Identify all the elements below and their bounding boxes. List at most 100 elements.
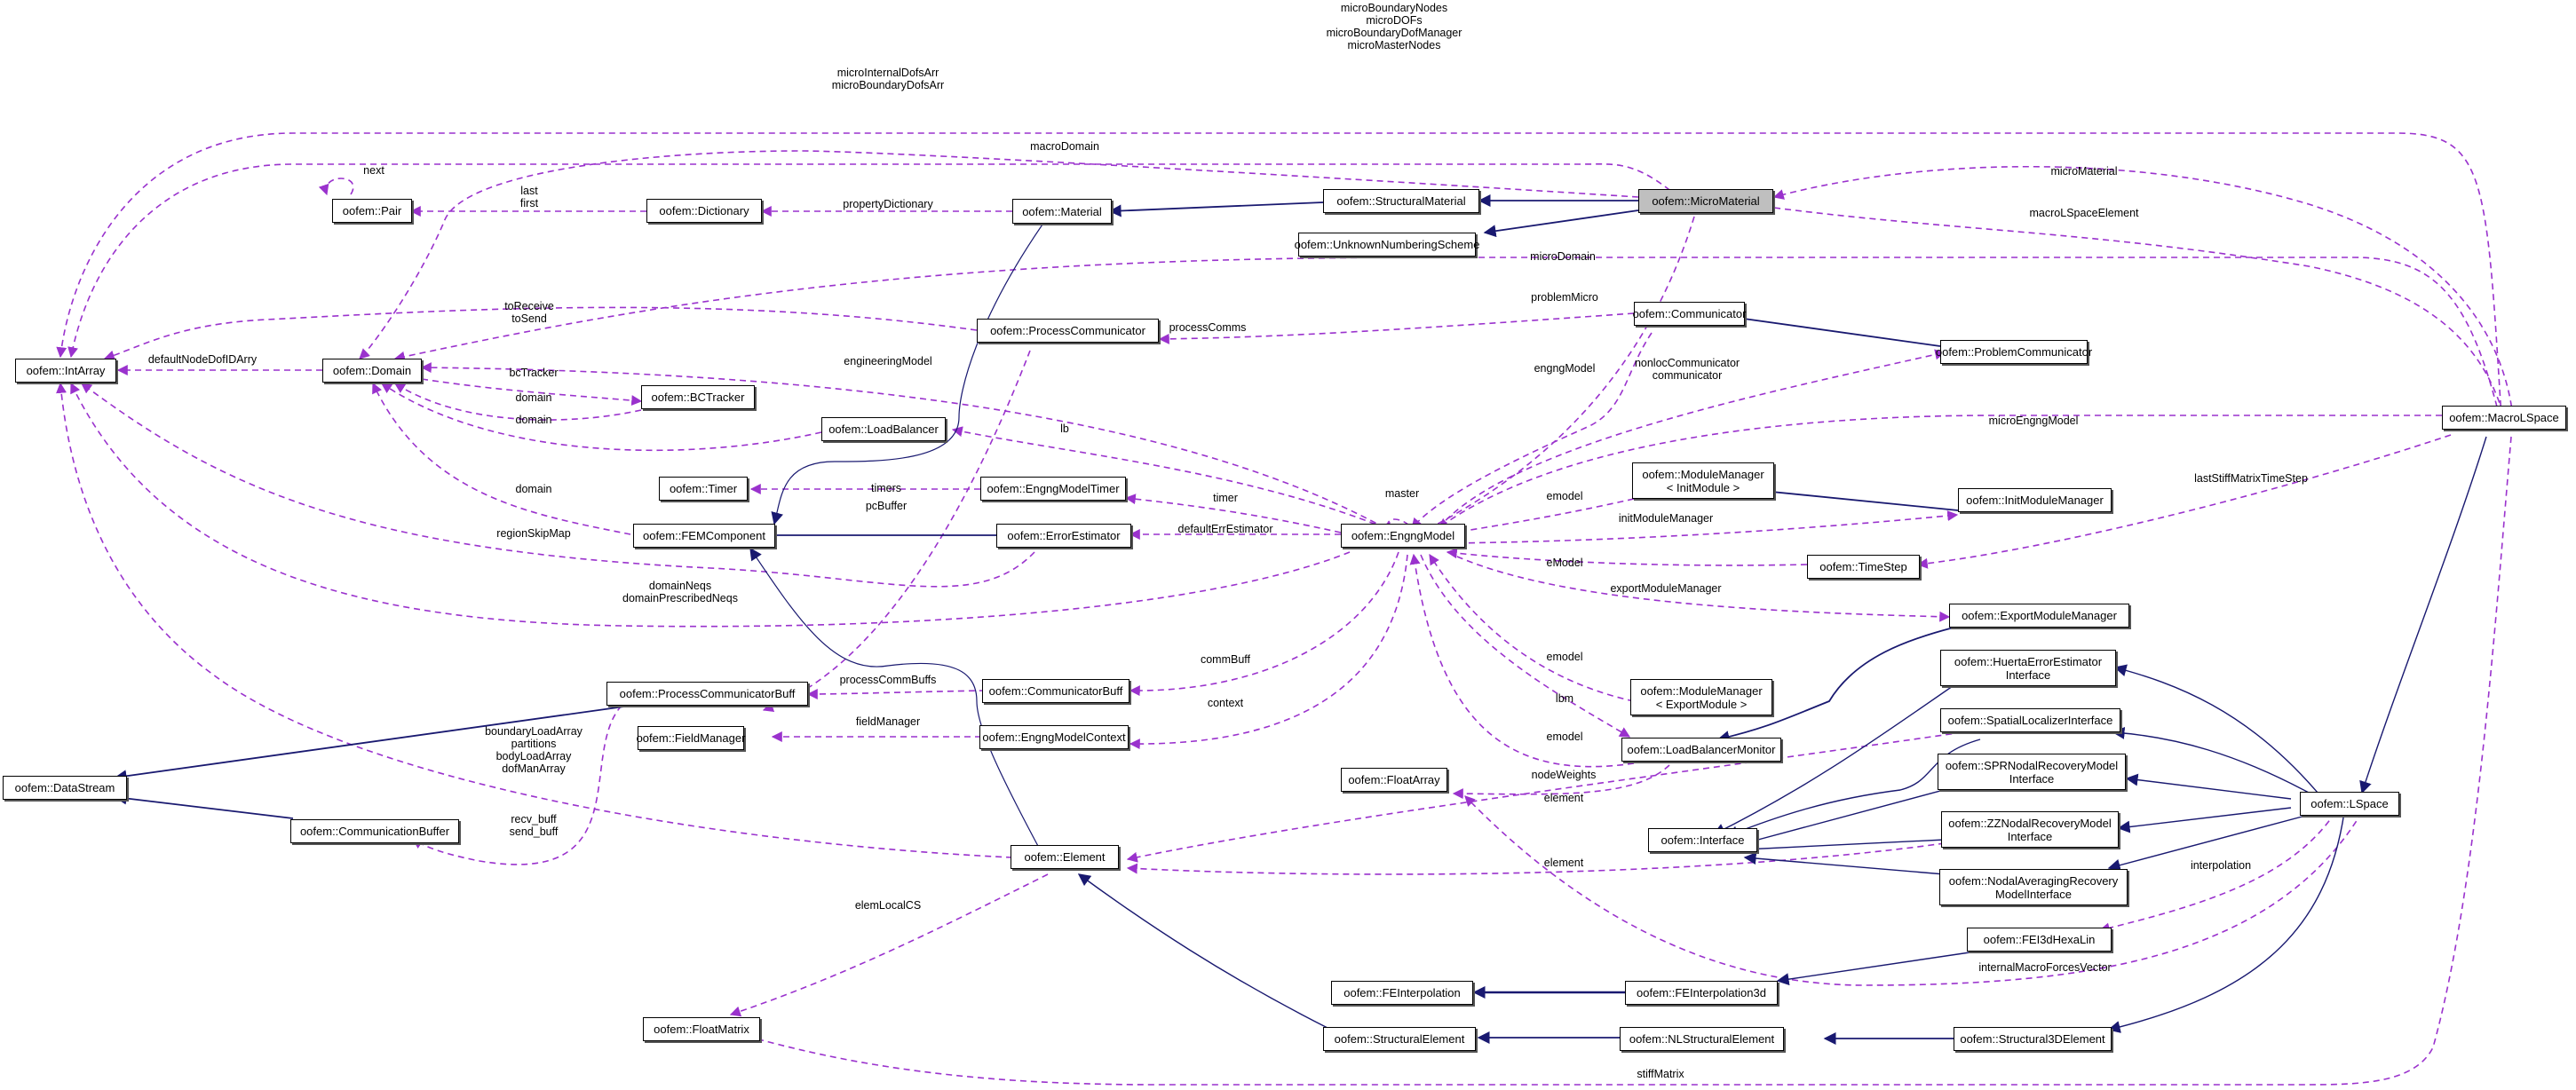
class-node-macrolspace[interactable]: oofem::MacroLSpace [2442,406,2566,430]
class-node-label: oofem::Dictionary [659,204,749,217]
class-node-engngmodel[interactable]: oofem::EngngModel [1341,524,1465,548]
class-node-feinterpolation3d[interactable]: oofem::FEInterpolation3d [1625,981,1778,1005]
edge-moduleexport-engng [1429,553,1635,702]
class-node-label: oofem::ModuleManager [1642,467,1764,481]
edge-label-problemmicro: problemMicro [1531,291,1598,304]
class-node-domain[interactable]: oofem::Domain [322,359,422,383]
class-node-exportmodulemanager[interactable]: oofem::ExportModuleManager [1949,604,2129,628]
class-node-femcomponent[interactable]: oofem::FEMComponent [633,524,775,548]
class-node-label: oofem::EngngModel [1351,529,1455,542]
edge-engng-problemcomm [1438,349,1946,529]
edge-label-engngmodel: engngModel [1534,362,1596,375]
class-node-engngmodelcontext[interactable]: oofem::EngngModelContext [979,725,1129,749]
edge-label-exportmodulemanager: exportModuleManager [1610,582,1722,595]
class-node-label: oofem::HuertaErrorEstimator [1954,654,2103,668]
edge-lspace-spatial [2112,726,2310,794]
class-node-processcommunicatorbuff[interactable]: oofem::ProcessCommunicatorBuff [606,682,808,706]
class-node-interface[interactable]: oofem::Interface [1648,828,1757,852]
class-node-label: oofem::LSpace [2310,797,2389,810]
edge-problemcomm-communicator [1716,310,1941,347]
edge-label-macrodomain: macroDomain [1030,140,1099,153]
class-node-fieldmanager[interactable]: oofem::FieldManager [637,726,745,750]
edge-structuralelement-element [1077,873,1328,1029]
class-node-processcommunicator[interactable]: oofem::ProcessCommunicator [977,319,1159,343]
class-node-datastream[interactable]: oofem::DataStream [3,776,127,800]
class-node-structural3delement[interactable]: oofem::Structural3DElement [1954,1027,2112,1051]
edge-label-initmodulemanager: initModuleManager [1618,512,1714,525]
edge-label-micro-macrolspace: microBoundaryNodes microDOFs microBounda… [1326,2,1462,51]
class-node-modulemanagerinit[interactable]: oofem::ModuleManager< InitModule > [1632,462,1774,499]
class-node-label: oofem::Pair [342,204,402,217]
edge-label-boundaryload: boundaryLoadArray partitions bodyLoadArr… [485,725,583,775]
class-node-loadbalancermonitor[interactable]: oofem::LoadBalancerMonitor [1621,738,1781,762]
edge-label-recvbuff: recv_buff send_buff [509,813,559,838]
edge-engng-intarray [70,382,1351,628]
class-node-problemcommunicator[interactable]: oofem::ProblemCommunicator [1936,340,2092,364]
class-node-micromaterial[interactable]: oofem::MicroMaterial [1638,189,1773,213]
class-node-bctracker[interactable]: oofem::BCTracker [641,385,755,409]
class-node-floatarray[interactable]: oofem::FloatArray [1341,768,1447,792]
class-node-label: oofem::FloatMatrix [654,1023,749,1036]
edge-spatialloc-element [1126,731,1963,863]
class-node-modulemanagerexport[interactable]: oofem::ModuleManager< ExportModule > [1630,679,1772,715]
class-node-label: oofem::EngngModelTimer [987,482,1120,495]
class-node-initmodulemanager[interactable]: oofem::InitModuleManager [1958,488,2112,512]
class-node-floatmatrix[interactable]: oofem::FloatMatrix [643,1017,760,1041]
edge-label-elemlocalcs: elemLocalCS [854,899,922,912]
class-node-timer[interactable]: oofem::Timer [659,477,748,501]
class-node-label: oofem::ErrorEstimator [1007,529,1121,542]
class-node-errorestimator[interactable]: oofem::ErrorEstimator [996,524,1131,548]
class-node-pair[interactable]: oofem::Pair [332,199,412,223]
class-node-communicatorbuff[interactable]: oofem::CommunicatorBuff [982,679,1129,703]
class-node-timestep[interactable]: oofem::TimeStep [1807,555,1920,579]
class-node-dictionary[interactable]: oofem::Dictionary [646,199,762,223]
edge-fei3d-feinterp3d [1776,951,1977,986]
class-node-engngmodeltimer[interactable]: oofem::EngngModelTimer [980,477,1126,501]
class-node-label: oofem::FEI3dHexaLin [1983,933,2096,946]
edge-timestep-engng [1446,548,1808,566]
edge-processcomm-intarray [103,306,978,361]
edge-label-internalmacro: internalMacroForcesVector [1978,961,2112,974]
edge-engng-context [1129,554,1408,750]
class-node-fei3dhexalin[interactable]: oofem::FEI3dHexaLin [1967,928,2112,952]
class-node-unknownnumberingscheme[interactable]: oofem::UnknownNumberingScheme [1295,233,1479,257]
edge-engng-engngtimer [1124,494,1342,533]
class-node-feinterpolation[interactable]: oofem::FEInterpolation [1331,981,1473,1005]
class-node-loadbalancer[interactable]: oofem::LoadBalancer [821,417,946,441]
class-node-communicator[interactable]: oofem::Communicator [1633,302,1746,326]
class-node-label: oofem::UnknownNumberingScheme [1294,238,1480,251]
edge-engng-domain [420,362,1386,529]
edge-commbuff-pcbuff [806,688,987,699]
class-node-label: oofem::CommunicatorBuff [988,684,1123,698]
edge-pair-self [318,178,354,196]
edge-lspace-huerta [2113,664,2318,794]
class-node-label: oofem::SPRNodalRecoveryModel [1945,758,2119,772]
class-node-nlstructuralelement[interactable]: oofem::NLStructuralElement [1620,1027,1784,1051]
class-node-structuralelement[interactable]: oofem::StructuralElement [1323,1027,1476,1051]
edge-lspace-structural3d [2107,811,2345,1033]
edge-label-defaultnodedof: defaultNodeDofIDArry [147,353,258,366]
class-node-element[interactable]: oofem::Element [1011,845,1119,869]
edge-label-commbuff: commBuff [1200,653,1251,666]
class-node-label: oofem::Domain [332,364,412,377]
edge-micromaterial-macrolspace [1773,207,2507,419]
class-node-lspace[interactable]: oofem::LSpace [2300,792,2399,816]
edge-label-timers: timers [870,482,902,494]
edge-label-microengngmodel: microEngngModel [1988,415,2079,427]
class-node-material[interactable]: oofem::Material [1012,199,1112,224]
class-node-structuralmaterial[interactable]: oofem::StructuralMaterial [1323,189,1479,213]
edge-lbmonitor-engng [1409,553,1635,768]
edge-loadbalancer-domain [381,383,822,452]
class-node-label: oofem::ZZNodalRecoveryModel [1948,816,2112,830]
edge-exportmodule-moduleexport [1716,627,1954,743]
class-node-communicationbuffer[interactable]: oofem::CommunicationBuffer [290,819,459,843]
class-node-spatiallocalizerinterface[interactable]: oofem::SpatialLocalizerInterface [1940,708,2120,732]
edge-label-fieldmanager: fieldManager [855,715,921,728]
edge-label-domain1: domain [515,391,552,404]
class-node-intarray[interactable]: oofem::IntArray [15,359,116,383]
class-node-label: < ExportModule > [1655,697,1748,711]
